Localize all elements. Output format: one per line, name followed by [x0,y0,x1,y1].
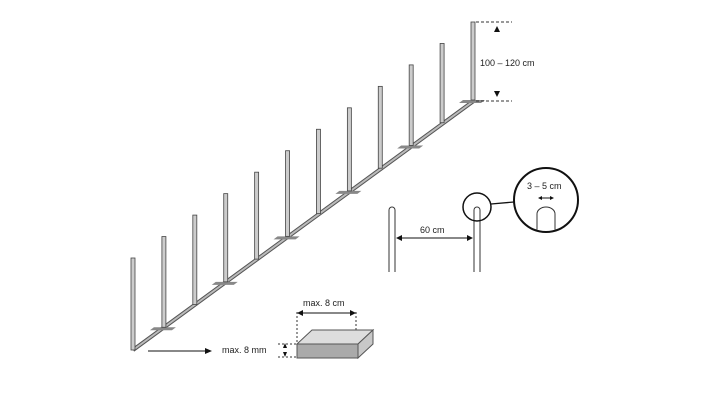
pole-foot [149,327,176,331]
pole [346,107,352,192]
pole [254,171,260,260]
pole-foot [273,236,300,240]
pole [130,257,136,351]
pole [408,64,414,146]
diameter-label: 3 – 5 cm [527,181,562,191]
base-plate-detail: max. 8 mm max. 8 cm [148,298,375,360]
pole [285,150,290,237]
pole [439,43,445,124]
pole [223,193,229,283]
pole [161,236,167,328]
pole-foot [335,190,362,194]
base-rail [131,98,477,352]
pole-foot [397,145,424,149]
poles [130,21,485,351]
pole [377,85,383,169]
spacing-detail: 60 cm 3 – 5 cm [388,167,579,272]
spacing-label: 60 cm [420,225,445,235]
pole [192,214,198,305]
pole [470,21,476,101]
height-label: 100 – 120 cm [480,58,535,68]
height-dimension: 100 – 120 cm [476,21,535,102]
base-height-label: max. 8 mm [222,345,267,355]
pole [316,128,321,215]
pole-foot [211,281,238,285]
base-width-label: max. 8 cm [303,298,345,308]
